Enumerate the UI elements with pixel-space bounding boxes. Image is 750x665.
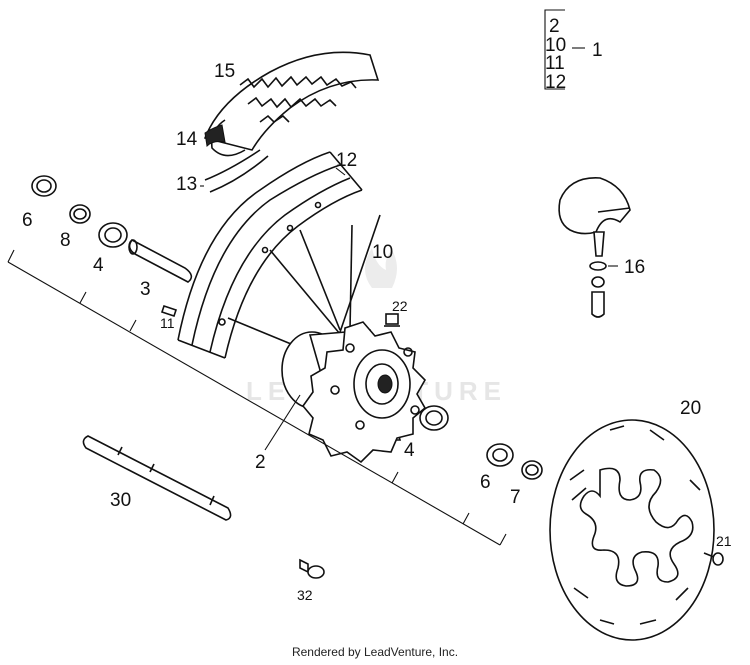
rim-part — [177, 151, 363, 359]
seal-ring-left-part — [31, 175, 57, 197]
footer-credit: Rendered by LeadVenture, Inc. — [291, 645, 459, 659]
callout-10: 10 — [372, 242, 393, 263]
valve-part — [558, 177, 631, 318]
axle-part — [82, 435, 232, 521]
kit-item-10: 10 — [545, 35, 566, 56]
spacer-left-part — [69, 204, 91, 224]
hub-bolt-part — [384, 313, 400, 327]
callout-11: 11 — [160, 315, 175, 331]
callout-3: 3 — [140, 279, 151, 300]
callout-15: 15 — [214, 61, 235, 82]
brake-disc-part — [549, 419, 715, 641]
bolt-32-part — [299, 558, 325, 579]
callout-22: 22 — [392, 298, 408, 314]
kit-bracket: 2 10 11 12 1 — [544, 9, 603, 93]
bearing-left-part — [98, 222, 128, 248]
callout-21: 21 — [716, 533, 732, 549]
callout-7: 7 — [510, 487, 521, 508]
callout-32: 32 — [297, 587, 313, 603]
spacer-right-part — [521, 460, 543, 480]
callout-6-right: 6 — [480, 472, 491, 493]
distance-sleeve-part — [128, 238, 193, 283]
callout-30: 30 — [110, 490, 131, 511]
callout-2: 2 — [255, 452, 266, 473]
tire-part — [200, 51, 380, 193]
callout-8: 8 — [60, 230, 71, 251]
kit-label-1: 1 — [592, 40, 603, 61]
callout-4-left: 4 — [93, 255, 104, 276]
kit-item-2: 2 — [549, 16, 560, 37]
hub-part — [281, 321, 427, 464]
seal-ring-right-part — [486, 443, 514, 467]
callout-13: 13 — [176, 174, 197, 195]
kit-item-12: 12 — [545, 72, 566, 93]
bearing-right-part — [419, 405, 449, 431]
callout-12: 12 — [336, 150, 357, 171]
callout-6-left: 6 — [22, 210, 33, 231]
kit-item-11: 11 — [545, 53, 565, 74]
callout-16: 16 — [624, 257, 645, 278]
disc-bolt-part — [703, 552, 724, 566]
callout-14: 14 — [176, 129, 198, 150]
spoke-nipple-part — [160, 304, 178, 318]
axle-centerline — [7, 261, 501, 546]
callout-4-right: 4 — [404, 440, 415, 461]
callout-20: 20 — [680, 398, 701, 419]
spokes-part — [227, 214, 381, 361]
